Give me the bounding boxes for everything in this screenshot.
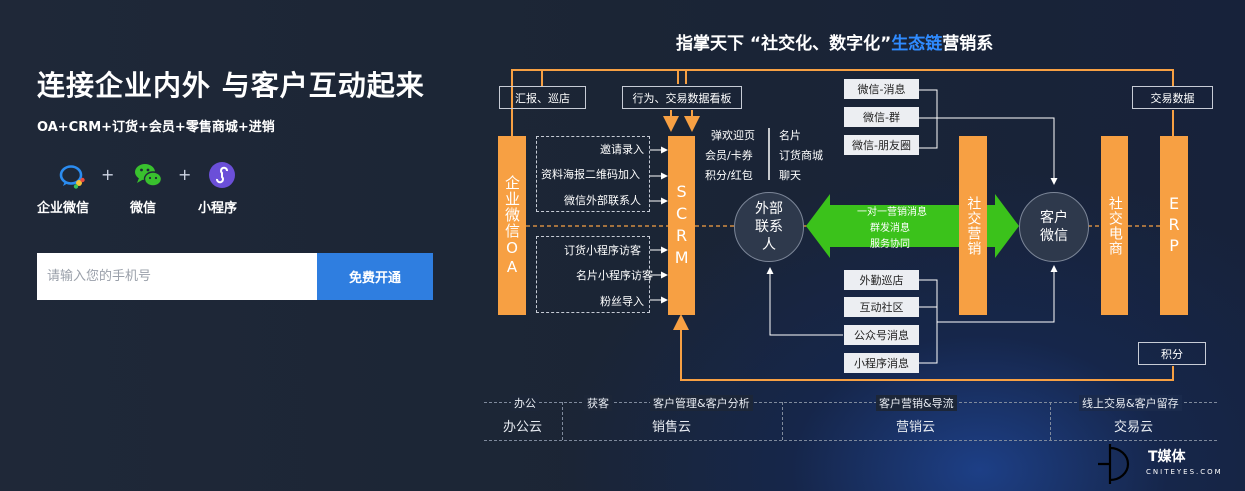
acquisition-group-bottom — [536, 236, 650, 313]
wecom-icon — [57, 160, 87, 194]
source-item: 邀请录入 — [600, 143, 644, 156]
phone-input[interactable] — [37, 253, 317, 300]
feature-item: 订货商城 — [779, 149, 823, 162]
source-item: 名片小程序访客 — [576, 269, 653, 282]
acquisition-group-top — [536, 136, 650, 212]
cloud-tag: 线上交易&客户留存 — [1079, 395, 1182, 411]
source-item: 订货小程序访客 — [564, 244, 641, 257]
customer-wechat-label: 客户微信 — [1040, 209, 1068, 244]
watermark-name: T媒体 — [1148, 449, 1186, 465]
feature-item: 会员/卡券 — [705, 149, 753, 162]
feature-item: 聊天 — [779, 169, 801, 182]
wechat-message-box: 微信-消息 — [844, 79, 919, 99]
hero-subtitle: OA+CRM+订货+会员+零售商城+进销 — [37, 120, 275, 135]
cloud-tag: 客户营销&导流 — [876, 395, 957, 411]
feature-item: 弹欢迎页 — [711, 129, 755, 142]
cloud-divider — [1050, 402, 1051, 440]
free-signup-button[interactable]: 免费开通 — [317, 253, 433, 300]
watermark-domain: CNITEYES.COM — [1146, 468, 1223, 476]
mini-program-icon — [207, 160, 237, 194]
official-account-message-box: 公众号消息 — [844, 325, 919, 345]
diagram-title-highlight: 生态链 — [891, 34, 943, 54]
marketing-cloud: 营销云 — [896, 420, 936, 435]
diagram-title-suffix: 营销系 — [942, 34, 994, 54]
wecom-oa-bar: 企业微信OA — [498, 136, 526, 315]
diagram-title: 指掌天下 “社交化、数字化”生态链营销系 — [676, 29, 993, 54]
source-item: 资料海报二维码加入 — [541, 168, 640, 181]
feature-item: 名片 — [779, 129, 801, 142]
cloud-divider-top — [484, 402, 1217, 403]
customer-wechat-node: 客户微信 — [1019, 192, 1089, 262]
feature-item: 积分/红包 — [705, 169, 753, 182]
scrm-bar: SCRM — [668, 136, 695, 315]
green-arrow-text: 一对一营销消息 — [857, 207, 927, 218]
trade-data-box: 交易数据 — [1132, 86, 1213, 109]
cloud-divider-bottom — [484, 440, 1217, 441]
source-item: 微信外部联系人 — [564, 194, 641, 207]
cloud-tag: 获客 — [584, 395, 612, 411]
community-box: 互动社区 — [844, 297, 919, 317]
external-contact-label: 外部联系人 — [755, 200, 783, 254]
external-contact-node: 外部联系人 — [734, 192, 804, 262]
app-label-wecom: 企业微信 — [37, 201, 90, 216]
green-arrow-text: 服务协同 — [870, 239, 910, 250]
cloud-divider — [782, 402, 783, 440]
app-label-wechat: 微信 — [130, 201, 157, 216]
green-arrow-text: 群发消息 — [870, 223, 910, 234]
hero-title: 连接企业内外 与客户互动起来 — [37, 69, 425, 102]
trade-cloud: 交易云 — [1114, 420, 1154, 435]
plus-sign: + — [101, 165, 115, 184]
field-inspection-box: 外勤巡店 — [844, 270, 919, 290]
cloud-tag: 办公 — [511, 395, 539, 411]
plus-sign: + — [178, 165, 192, 184]
social-marketing-bar: 社交营销 — [959, 136, 987, 315]
office-cloud: 办公云 — [503, 420, 543, 435]
dashboard-box: 行为、交易数据看板 — [622, 86, 742, 109]
cloud-tag: 客户管理&客户分析 — [650, 395, 753, 411]
mini-program-message-box: 小程序消息 — [844, 353, 919, 373]
erp-bar: ERP — [1160, 136, 1188, 315]
source-item: 粉丝导入 — [600, 295, 644, 308]
report-box: 汇报、巡店 — [499, 86, 586, 109]
wechat-group-box: 微信-群 — [844, 107, 919, 127]
social-commerce-bar: 社交电商 — [1101, 136, 1128, 315]
cloud-divider — [562, 402, 563, 440]
diagram-title-prefix: 指掌天下 “社交化、数字化” — [676, 34, 892, 54]
app-label-mini-program: 小程序 — [198, 201, 238, 216]
points-box: 积分 — [1138, 342, 1206, 365]
wechat-moments-box: 微信-朋友圈 — [844, 135, 919, 155]
wechat-icon — [133, 160, 163, 194]
sales-cloud: 销售云 — [652, 420, 692, 435]
watermark-logo — [1098, 444, 1130, 484]
